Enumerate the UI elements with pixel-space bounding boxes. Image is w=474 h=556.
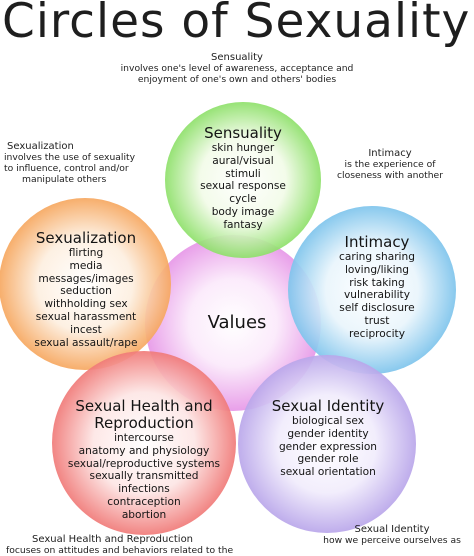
note-intimacy-heading: Intimacy — [368, 148, 412, 159]
sexualization-item: incest — [70, 323, 102, 336]
sexual-health-item: abortion — [121, 508, 167, 521]
note-intimacy-desc-2: closeness with another — [337, 170, 443, 181]
sensuality-title: Sensuality — [204, 124, 282, 142]
sexual-health-item: infections — [118, 483, 170, 496]
sexual-identity-item: gender role — [297, 453, 359, 466]
note-intimacy: Intimacy is the experience of closeness … — [330, 148, 450, 181]
intimacy-circle — [288, 206, 456, 374]
sexual-identity-item: biological sex — [292, 415, 364, 427]
sexualization-item: sexual assault/rape — [34, 336, 138, 349]
sensuality-item: body image — [211, 205, 275, 218]
sexual-health-title-2: Reproduction — [94, 414, 194, 432]
sexualization-content: Sexualization flirting media messages/im… — [6, 230, 166, 349]
intimacy-item: vulnerability — [344, 289, 410, 302]
sexualization-item: messages/images — [38, 272, 134, 285]
note-intimacy-desc-1: is the experience of — [344, 159, 436, 170]
sexualization-item: flirting — [68, 247, 104, 259]
note-sexual-identity: Sexual Identity how we perceive ourselve… — [310, 524, 474, 546]
sensuality-item: skin hunger — [211, 142, 275, 154]
note-sexualization-heading: Sexualization — [7, 141, 74, 152]
note-sexual-identity-desc-1: how we perceive ourselves as — [323, 535, 461, 546]
sexual-identity-item: gender expression — [278, 440, 378, 453]
intimacy-item: trust — [364, 314, 390, 327]
note-sexual-health-heading: Sexual Health and Reproduction — [32, 534, 194, 545]
note-sexualization-desc-3: manipulate others — [22, 174, 107, 185]
diagram-title: Circles of Sexuality — [2, 0, 471, 49]
sexualization-circle — [0, 198, 171, 370]
sexual-health-item: contraception — [107, 495, 181, 508]
note-sexual-identity-heading: Sexual Identity — [354, 524, 430, 535]
sensuality-item: cycle — [229, 193, 257, 206]
sexualization-item: seduction — [60, 285, 112, 298]
sexual-health-item: sexual/reproductive systems — [67, 457, 221, 470]
sensuality-content: Sensuality skin hunger aural/visual stim… — [168, 125, 318, 232]
note-sensuality-desc-1: involves one's level of awareness, accep… — [120, 63, 354, 74]
sexualization-title: Sexualization — [35, 229, 137, 247]
sensuality-item: stimuli — [225, 167, 261, 180]
sexual-identity-title: Sexual Identity — [271, 397, 385, 415]
sexual-identity-content: Sexual Identity biological sex gender id… — [246, 398, 410, 479]
note-sensuality-heading: Sensuality — [211, 52, 263, 63]
note-sensuality: Sensuality involves one's level of aware… — [0, 52, 474, 85]
intimacy-content: Intimacy caring sharing loving/liking ri… — [302, 234, 452, 341]
intimacy-title: Intimacy — [344, 233, 410, 251]
sexualization-item: sexual harassment — [35, 310, 137, 323]
sexual-health-item: sexually transmitted — [89, 470, 199, 483]
note-sexualization-desc-1: involves the use of sexuality — [4, 152, 136, 163]
note-sexualization-desc-2: to influence, control and/or — [4, 163, 129, 174]
intimacy-item: caring sharing — [339, 251, 415, 263]
sensuality-item: fantasy — [223, 218, 263, 231]
note-sexualization: Sexualization involves the use of sexual… — [4, 141, 135, 185]
sexual-identity-item: gender identity — [287, 427, 369, 440]
intimacy-item: reciprocity — [349, 327, 405, 340]
sexual-health-title-1: Sexual Health and — [75, 397, 213, 415]
sexualization-item: media — [69, 259, 103, 272]
sexual-health-circle — [52, 351, 236, 535]
sexualization-item: withholding sex — [44, 298, 128, 311]
sensuality-item: aural/visual — [212, 154, 274, 167]
note-sexual-health: Sexual Health and Reproduction focuses o… — [6, 534, 233, 556]
sexual-identity-circle — [238, 355, 416, 533]
sexual-identity-item: sexual orientation — [280, 466, 376, 479]
sensuality-circle — [165, 102, 321, 258]
intimacy-item: self disclosure — [339, 302, 415, 315]
sexual-health-content: Sexual Health and Reproduction intercour… — [56, 398, 232, 522]
intimacy-item: risk taking — [349, 276, 405, 289]
intimacy-item: loving/liking — [344, 263, 410, 276]
sensuality-item: sexual response — [200, 180, 286, 193]
note-sensuality-desc-2: enjoyment of one's own and others' bodie… — [137, 74, 337, 85]
sexual-health-item: intercourse — [114, 432, 174, 444]
sexual-health-item: anatomy and physiology — [78, 444, 210, 457]
